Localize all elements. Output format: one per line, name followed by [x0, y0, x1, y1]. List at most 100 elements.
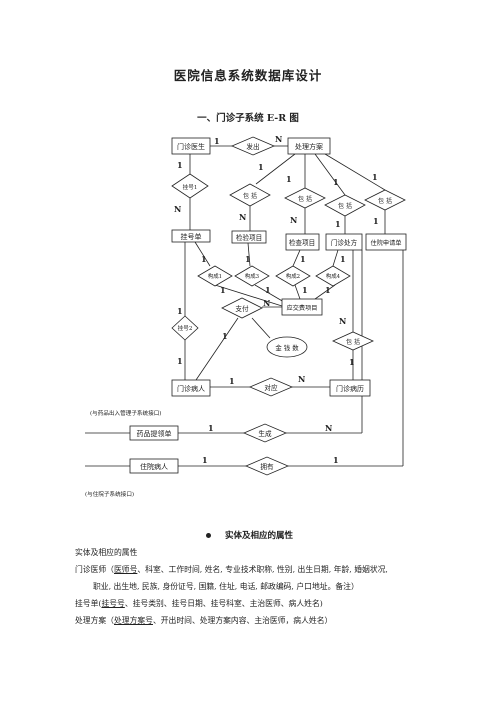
svg-text:包 括: 包 括: [243, 192, 257, 200]
svg-text:应交费项目: 应交费项目: [287, 304, 318, 312]
card-pay-fee: N: [263, 298, 270, 308]
card-inc5-record: 1: [349, 357, 355, 367]
svg-text:构成2: 构成2: [286, 272, 300, 280]
entity-patient: 门诊病人: [171, 379, 211, 397]
card-reg1-register: N: [174, 204, 181, 214]
entity-inpatient: 住院病人: [129, 458, 179, 474]
card-inc4-admit: 1: [373, 216, 379, 226]
svg-text:包 括: 包 括: [338, 202, 352, 210]
card-plan-inc1: 1: [258, 162, 264, 172]
rel-compose-4: 构成4: [315, 265, 351, 287]
svg-text:拥有: 拥有: [260, 462, 274, 471]
svg-text:门诊医生: 门诊医生: [177, 142, 205, 151]
svg-text:门诊处方: 门诊处方: [331, 238, 358, 247]
rel-include-3: 包 括: [324, 194, 366, 217]
connector-lines: [85, 145, 404, 467]
entity-rx: 门诊处方: [325, 233, 363, 251]
plan-attributes: 处理方案（处理方案号、开出时间、处理方案内容、主治医师，病人姓名）: [75, 616, 333, 625]
rel-reg1: 挂号1: [171, 173, 209, 199]
card-gen-rx: N: [325, 423, 332, 433]
svg-text:构成4: 构成4: [326, 272, 341, 280]
entity-doctor: 门诊医生: [171, 137, 211, 155]
card-register-reg2: 1: [177, 306, 183, 316]
rel-include-5: 包 括: [332, 331, 374, 351]
card-rx-c4: 1: [340, 254, 346, 264]
card-inc1-exam: N: [239, 212, 246, 222]
rel-include-4: 包 括: [364, 189, 406, 211]
rel-generate: 生成: [242, 423, 288, 443]
svg-text:药品提领单: 药品提领单: [137, 429, 172, 438]
svg-text:构成3: 构成3: [245, 272, 260, 280]
svg-text:住院病人: 住院病人: [140, 462, 168, 471]
entity-register: 挂号单: [171, 229, 211, 243]
bullet-icon: [206, 533, 211, 538]
card-c1-fee: 1: [220, 285, 226, 295]
cardinality-labels: 1 N 1 N 1 1 1 1 N N 1 1 1 1 1 1 1 1 1 1 …: [174, 134, 379, 465]
card-treat-plan: N: [275, 134, 282, 144]
rel-own: 拥有: [244, 456, 290, 476]
attribute-money: 金 钱 数: [266, 336, 308, 358]
entity-fee: 应交费项目: [281, 298, 323, 316]
register-attributes: 挂号单(挂号号、挂号类别、挂号日期、挂号科室、主治医师、病人姓名): [75, 599, 323, 608]
doctor-attributes-cont: 职业, 出生地, 民族, 身份证号, 国籍, 住址, 电话, 邮政编码, 户口地…: [93, 582, 359, 591]
entity-record: 门诊病历: [329, 379, 371, 397]
svg-text:对应: 对应: [264, 383, 278, 392]
card-register-c1: 1: [201, 254, 207, 264]
svg-text:金 钱 数: 金 钱 数: [275, 343, 299, 352]
entity-admit: 住院申请单: [365, 233, 407, 251]
entity-exam: 检验项目: [231, 230, 267, 244]
card-check-c2: 1: [300, 254, 306, 264]
card-corr-record: N: [298, 374, 305, 384]
svg-text:处理方案: 处理方案: [295, 142, 323, 151]
section-title: 一、门诊子系统 E-R 图: [197, 113, 299, 124]
svg-text:包 括: 包 括: [378, 197, 392, 205]
svg-text:包 括: 包 括: [298, 195, 312, 203]
rel-treat: 发出: [230, 136, 276, 156]
card-drug-gen: 1: [208, 423, 214, 433]
svg-text:门诊病历: 门诊病历: [336, 384, 364, 393]
attributes-heading: 实体及相应的属性: [206, 529, 293, 541]
card-reg2-patient: 1: [177, 356, 183, 366]
svg-text:门诊病人: 门诊病人: [177, 384, 205, 393]
svg-text:挂号1: 挂号1: [183, 183, 198, 191]
card-c2-fee: 1: [302, 285, 308, 295]
card-rx-inc5: N: [339, 316, 346, 326]
card-patient-corr: 1: [229, 376, 235, 386]
card-doctor-treat: 1: [214, 136, 220, 146]
card-c3-fee: 1: [265, 285, 271, 295]
card-patient-pay: 1: [222, 331, 228, 341]
card-c4-fee: 1: [325, 285, 331, 295]
card-plan-inc2: 1: [286, 174, 292, 184]
entity-drug: 药品提领单: [129, 425, 179, 441]
note-drug-interface: (与药品出入管理子系统接口): [90, 409, 162, 417]
doctor-attributes: 门诊医师（医师号、科室、工作时间, 姓名, 专业技术职称, 性别, 出生日期, …: [75, 565, 388, 574]
svg-text:支付: 支付: [235, 304, 249, 313]
card-plan-inc3: 1: [333, 177, 339, 187]
rel-compose-2: 构成2: [275, 265, 311, 287]
note-inpatient-interface: (与住院子系统接口): [85, 490, 134, 498]
svg-text:住院申请单: 住院申请单: [371, 239, 402, 247]
card-own-admit: 1: [333, 455, 339, 465]
entity-check: 检查项目: [285, 233, 320, 251]
rel-compose-1: 构成1: [197, 265, 233, 287]
card-inc3-rx: 1: [335, 219, 341, 229]
attributes-intro: 实体及相应的属性: [75, 548, 138, 557]
card-inpatient-own: 1: [202, 455, 208, 465]
card-exam-c3: 1: [245, 254, 251, 264]
svg-text:检查项目: 检查项目: [289, 238, 315, 247]
rel-pay: 支付: [221, 297, 263, 319]
card-doctor-reg1: 1: [177, 160, 183, 170]
svg-text:挂号单: 挂号单: [181, 232, 202, 241]
page-title: 医院信息系统数据库设计: [173, 68, 323, 83]
svg-text:包 括: 包 括: [346, 338, 360, 346]
svg-text:挂号2: 挂号2: [178, 324, 193, 332]
attributes-text: 实体及相应的属性 门诊医师（医师号、科室、工作时间, 姓名, 专业技术职称, 性…: [75, 544, 425, 629]
entity-plan: 处理方案: [287, 137, 331, 155]
rel-include-2: 包 括: [284, 187, 326, 209]
card-inc2-check: N: [290, 215, 297, 225]
svg-text:构成1: 构成1: [208, 272, 222, 280]
svg-text:检验项目: 检验项目: [236, 233, 262, 242]
rel-correspond: 对应: [248, 377, 294, 397]
svg-text:生成: 生成: [258, 429, 272, 438]
